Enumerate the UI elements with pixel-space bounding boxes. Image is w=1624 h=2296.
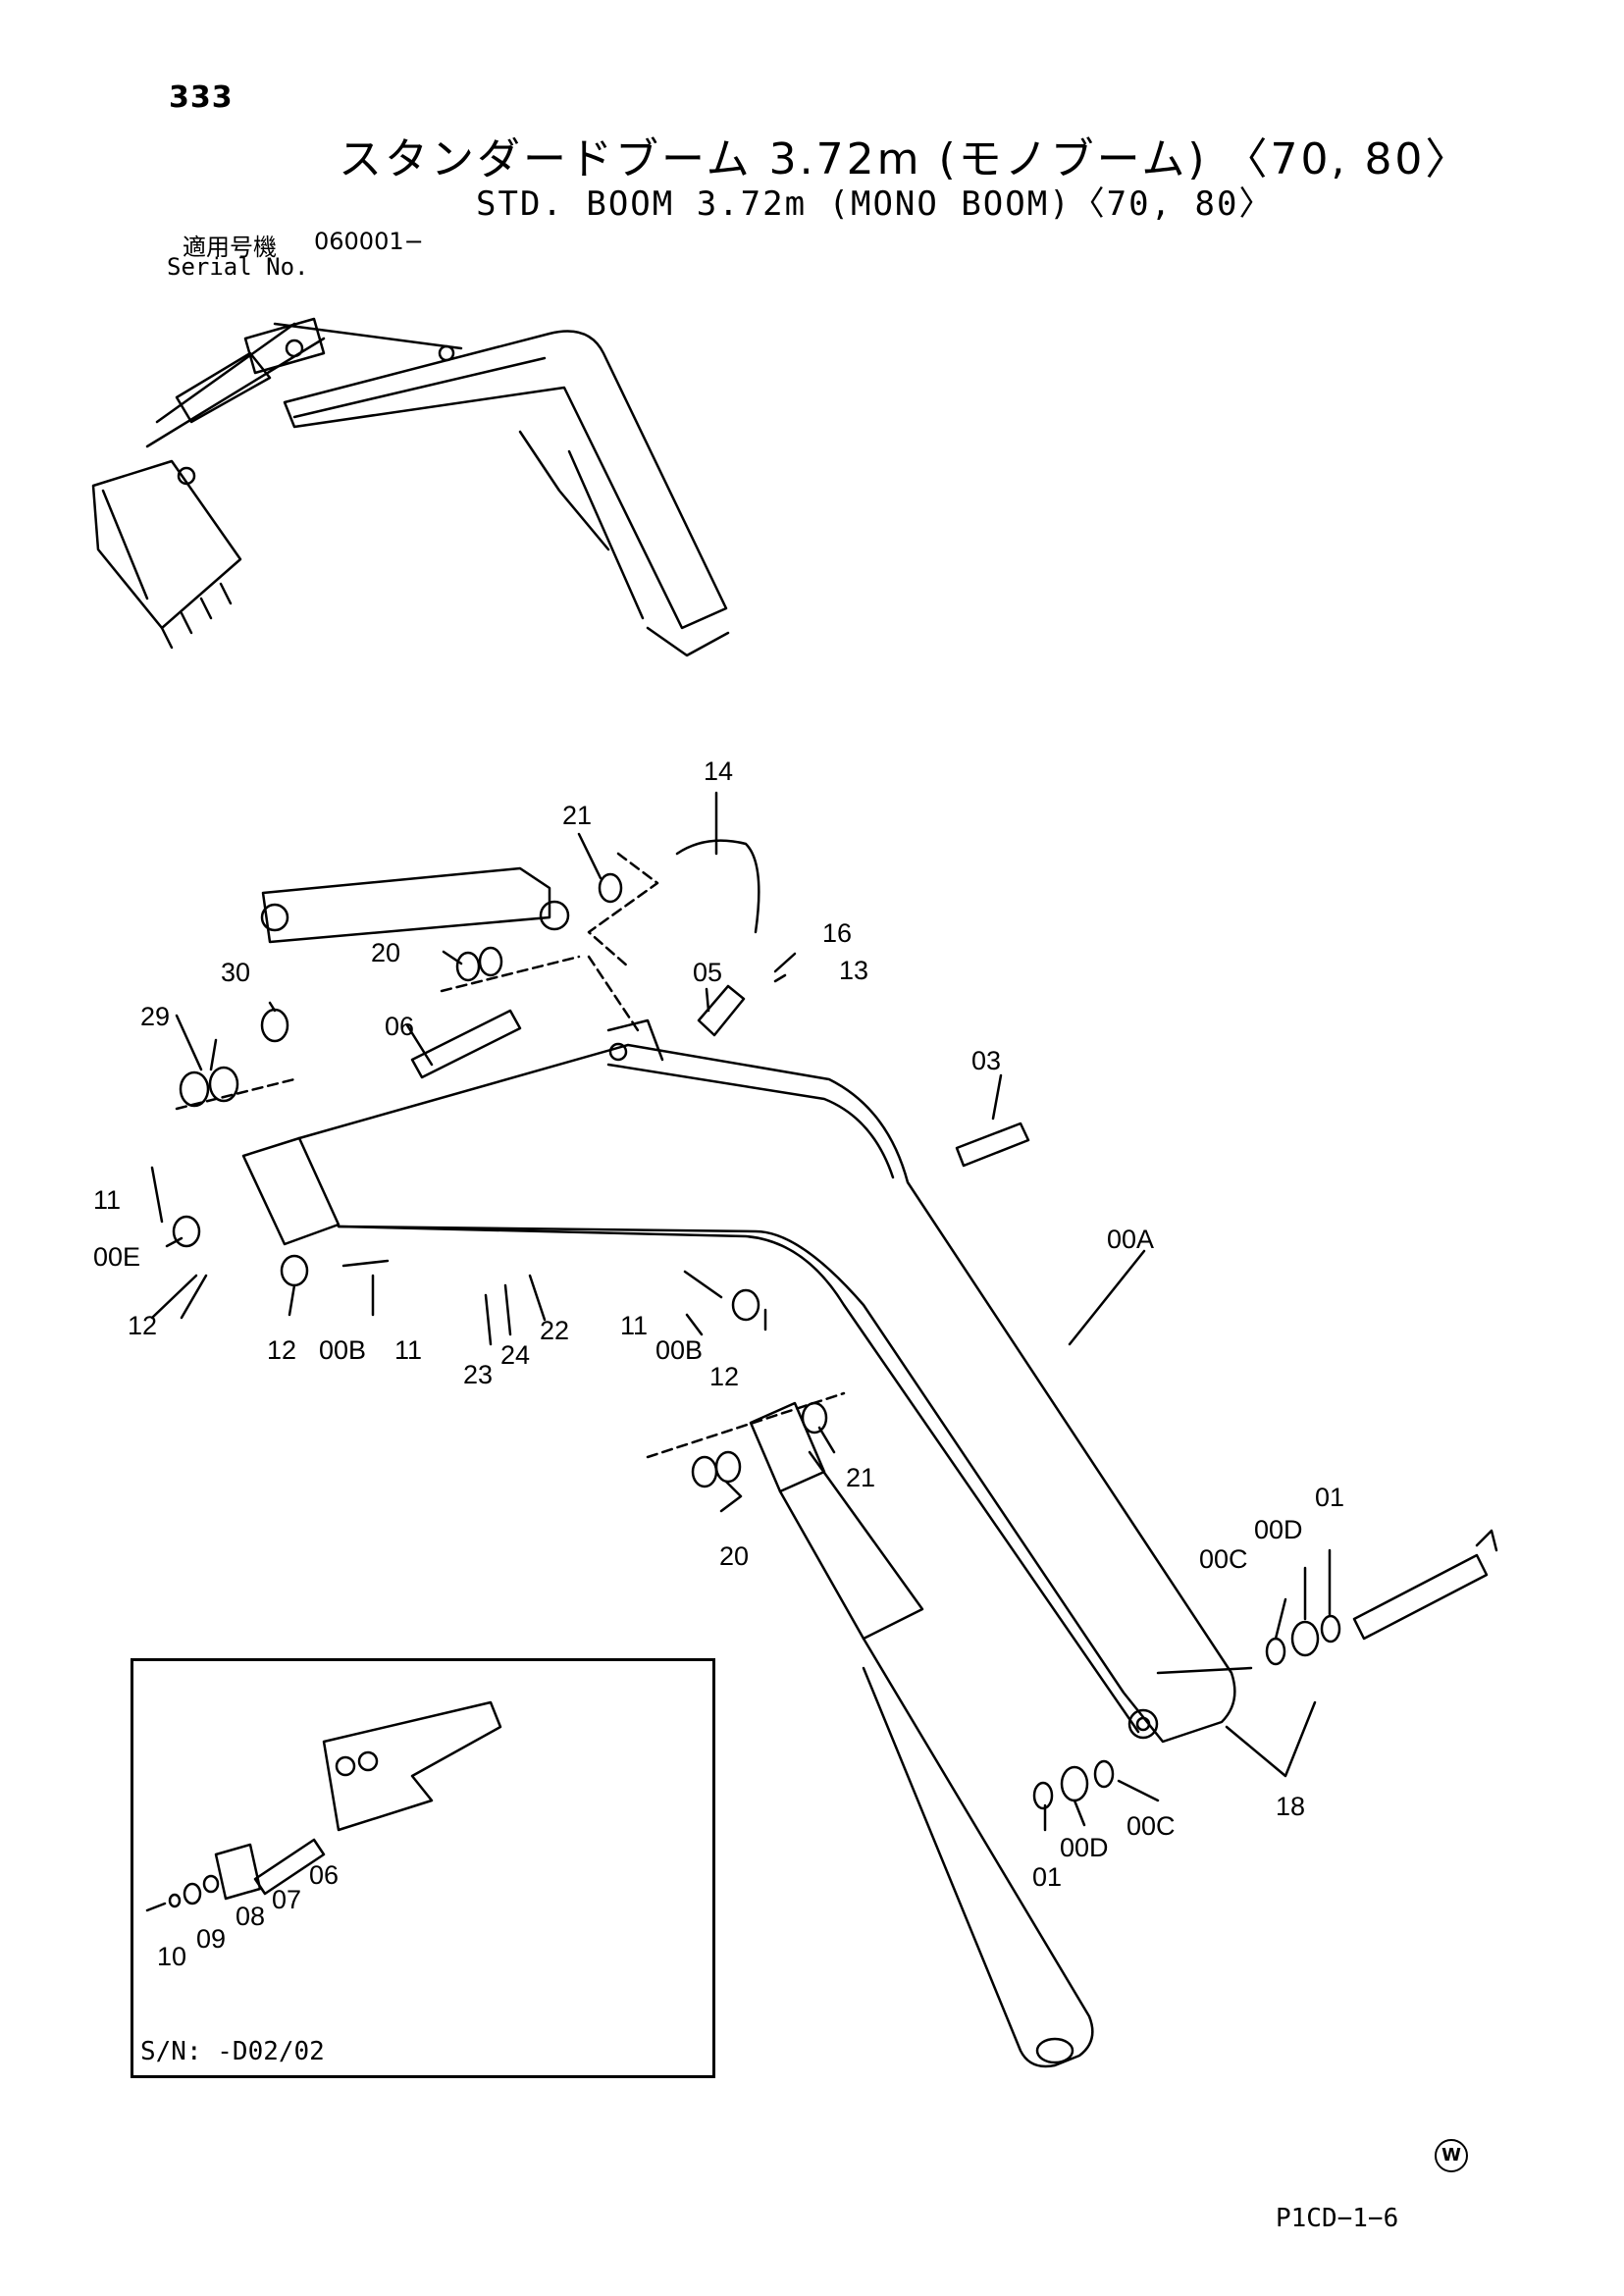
inset-callout-08: 08 [236, 1902, 265, 1931]
callout-03: 03 [971, 1046, 1001, 1075]
callout-24: 24 [500, 1340, 530, 1370]
callout-18: 18 [1276, 1792, 1305, 1821]
page-number: 333 [169, 80, 234, 115]
inset-drawing [145, 1700, 502, 1912]
inset-callout-labels: 06 07 08 09 10 [157, 1860, 339, 1971]
inset-callout-09: 09 [196, 1924, 226, 1954]
callout-30: 30 [221, 958, 250, 987]
callout-23: 23 [463, 1360, 493, 1389]
serial-label-japanese: 適用号機 [183, 234, 277, 261]
title-english: STD. BOOM 3.72m (MONO BOOM)〈70, 80〉 [476, 184, 1275, 224]
callout-05: 05 [693, 958, 722, 987]
boom-main-body [241, 1018, 1253, 1744]
inset-serial-label: S/N: -D02/02 [140, 2037, 325, 2066]
callout-21-lower: 21 [846, 1463, 875, 1492]
callout-00C-upper: 00C [1199, 1544, 1248, 1574]
callout-labels: 14 21 16 13 20 05 30 29 06 03 11 00A 00E… [93, 757, 1344, 1892]
boom-cylinder [749, 1401, 1094, 2068]
title-japanese: スタンダードブーム 3.72m (モノブーム) 〈70, 80〉 [339, 134, 1472, 184]
callout-13: 13 [839, 956, 868, 985]
callout-20-lower: 20 [719, 1541, 749, 1571]
callout-00E: 00E [93, 1242, 140, 1272]
callout-11-middle: 11 [394, 1335, 422, 1365]
callout-00B-left: 00B [319, 1335, 366, 1365]
callout-12-left: 12 [128, 1311, 157, 1340]
w-mark-icon: W [1435, 2139, 1468, 2172]
callout-01-upper: 01 [1315, 1483, 1344, 1512]
arm-cylinder [260, 866, 570, 944]
loose-parts [150, 839, 1498, 1810]
callout-00A: 00A [1107, 1225, 1154, 1254]
inset-callout-07: 07 [272, 1885, 301, 1914]
callout-14: 14 [704, 757, 733, 786]
callout-00B-right: 00B [655, 1335, 703, 1365]
callout-00C-lower: 00C [1126, 1811, 1176, 1841]
callout-00D-lower: 00D [1060, 1833, 1109, 1862]
serial-label-english: Serial No. [167, 253, 309, 281]
callout-29: 29 [140, 1002, 170, 1031]
inset-callout-10: 10 [157, 1942, 186, 1971]
callout-11-left: 11 [93, 1185, 121, 1215]
callout-06: 06 [385, 1012, 414, 1041]
callout-20-upper: 20 [371, 938, 400, 967]
callout-16: 16 [822, 918, 852, 948]
callout-12-middle: 12 [267, 1335, 296, 1365]
leader-lines [150, 791, 1332, 1832]
callout-21-upper: 21 [562, 801, 592, 830]
callout-11-right: 11 [620, 1311, 648, 1340]
callout-22: 22 [540, 1316, 569, 1345]
callout-12-right: 12 [709, 1362, 739, 1391]
overview-front-attachment [91, 317, 730, 657]
inset-panel [131, 1658, 715, 2078]
page-code: P1CD−1−6 [1276, 2204, 1399, 2233]
callout-01-lower: 01 [1032, 1862, 1062, 1892]
serial-value: 060001− [314, 228, 424, 255]
inset-callout-06: 06 [309, 1860, 339, 1890]
callout-00D-upper: 00D [1254, 1515, 1303, 1544]
